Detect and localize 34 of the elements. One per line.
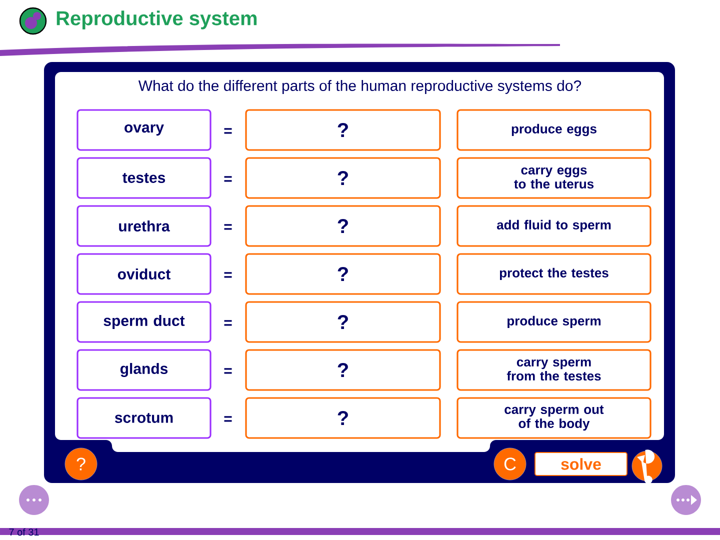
solve-button: solve — [534, 452, 628, 476]
clear-button: C — [494, 448, 526, 480]
equals-sign: = — [224, 128, 232, 134]
question: What do the different parts of the human reproductive systems do? — [138, 80, 582, 94]
part-box: urethra — [76, 205, 212, 247]
function-box: produce sperm — [456, 301, 652, 343]
help-button: ? — [64, 448, 98, 480]
part-box: oviduct — [76, 253, 212, 295]
part-box: ovary — [76, 109, 212, 151]
answer-box: ? — [245, 349, 441, 391]
part-box: glands — [76, 349, 212, 391]
answer-box: ? — [245, 157, 441, 199]
answer-box: ? — [245, 205, 441, 247]
equals-sign: = — [224, 320, 232, 326]
part-box: testes — [76, 157, 212, 199]
part-box: scrotum — [76, 397, 212, 439]
page-number: 7 of 31 — [9, 528, 39, 536]
answer-box: ? — [245, 253, 441, 295]
equals-sign: = — [224, 176, 232, 182]
function-box: produce eggs — [456, 109, 652, 151]
equals-sign: = — [224, 416, 232, 422]
equals-sign: = — [224, 224, 232, 230]
function-box: add fluid to sperm — [456, 205, 652, 247]
title: Reproductive system — [56, 10, 257, 30]
function-box: carry sperm out of the body — [456, 397, 652, 439]
function-box: carry sperm from the testes — [456, 349, 652, 391]
answer-box: ? — [245, 109, 441, 151]
part-box: sperm duct — [76, 301, 212, 343]
answer-box: ? — [245, 397, 441, 439]
equals-sign: = — [224, 368, 232, 374]
function-box: protect the testes — [456, 253, 652, 295]
answer-box: ? — [245, 301, 441, 343]
equals-sign: = — [224, 272, 232, 278]
function-box: carry eggs to the uterus — [456, 157, 652, 199]
